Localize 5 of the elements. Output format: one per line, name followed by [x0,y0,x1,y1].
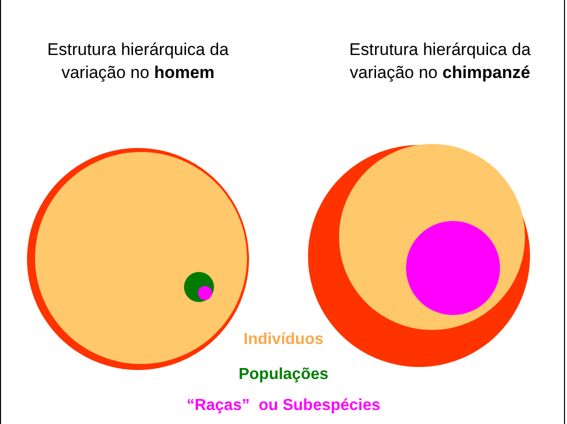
panel-heading: Estrutura hierárquica da variação no chimpanzé [348,39,532,84]
panel-heading: Estrutura hierárquica da variação no homem [46,39,230,84]
legend-text: Indivíduos [244,331,324,349]
legend-text: Populações [238,366,328,384]
legend-text: “Raças” ou Subespécies [186,397,380,415]
